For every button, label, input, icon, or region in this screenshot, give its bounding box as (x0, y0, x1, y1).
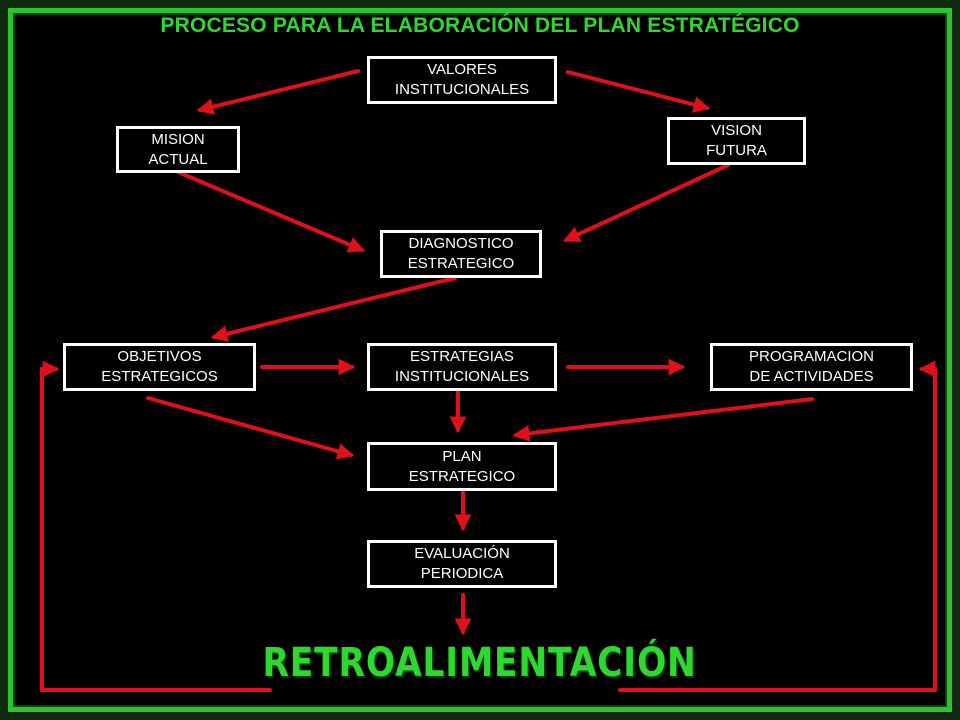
node-programacion: PROGRAMACION DE ACTIVIDADES (710, 343, 913, 391)
node-valores: VALORES INSTITUCIONALES (367, 56, 557, 104)
node-plan: PLAN ESTRATEGICO (367, 442, 557, 491)
node-diagnostico-line1: DIAGNOSTICO (408, 235, 514, 252)
node-programacion-line1: PROGRAMACION (748, 348, 874, 365)
arrow-valores-to-vision (566, 70, 711, 113)
node-vision: VISION FUTURA (667, 117, 806, 165)
node-mision-line1: MISION (151, 130, 205, 148)
slide-title: PROCESO PARA LA ELABORACIÓN DEL PLAN EST… (160, 14, 800, 37)
node-estrategias: ESTRATEGIAS INSTITUCIONALES (367, 343, 557, 391)
feedback-loop-right (618, 360, 937, 692)
node-diagnostico-line2: ESTRATEGICO (407, 255, 515, 272)
arrow-valores-to-mision (196, 69, 360, 115)
node-evaluacion-line1: EVALUACIÓN (414, 545, 510, 562)
node-plan-line2: ESTRATEGICO (408, 467, 516, 485)
node-objetivos-line1: OBJETIVOS (117, 348, 202, 365)
arrow-programacion-to-plan (512, 397, 814, 442)
node-objetivos: OBJETIVOS ESTRATEGICOS (63, 343, 256, 391)
node-vision-line2: FUTURA (706, 142, 767, 159)
node-mision: MISION ACTUAL (116, 126, 240, 173)
arrow-vision-to-diagnostico (562, 163, 730, 242)
arrow-objetivos-to-plan (146, 396, 355, 460)
node-valores-line2: INSTITUCIONALES (394, 81, 530, 98)
node-objetivos-line2: ESTRATEGICOS (101, 368, 218, 385)
node-vision-line1: VISION (711, 122, 762, 139)
node-valores-line1: VALORES (427, 61, 497, 78)
node-programacion-line2: DE ACTIVIDADES (749, 368, 874, 385)
node-evaluacion-line2: PERIODICA (420, 565, 504, 582)
node-evaluacion: EVALUACIÓN PERIODICA (367, 540, 557, 588)
node-estrategias-line2: INSTITUCIONALES (394, 368, 530, 385)
arrow-diagnostico-to-objetivos (210, 276, 457, 342)
node-estrategias-line1: ESTRATEGIAS (410, 348, 514, 365)
node-diagnostico: DIAGNOSTICO ESTRATEGICO (380, 230, 542, 278)
node-plan-line1: PLAN (442, 447, 482, 465)
retroalimentacion-label: RETROALIMENTACIÓN (262, 640, 697, 686)
node-mision-line2: ACTUAL (148, 150, 208, 168)
arrow-mision-to-diagnostico (176, 170, 366, 253)
feedback-loop-left (40, 360, 272, 692)
